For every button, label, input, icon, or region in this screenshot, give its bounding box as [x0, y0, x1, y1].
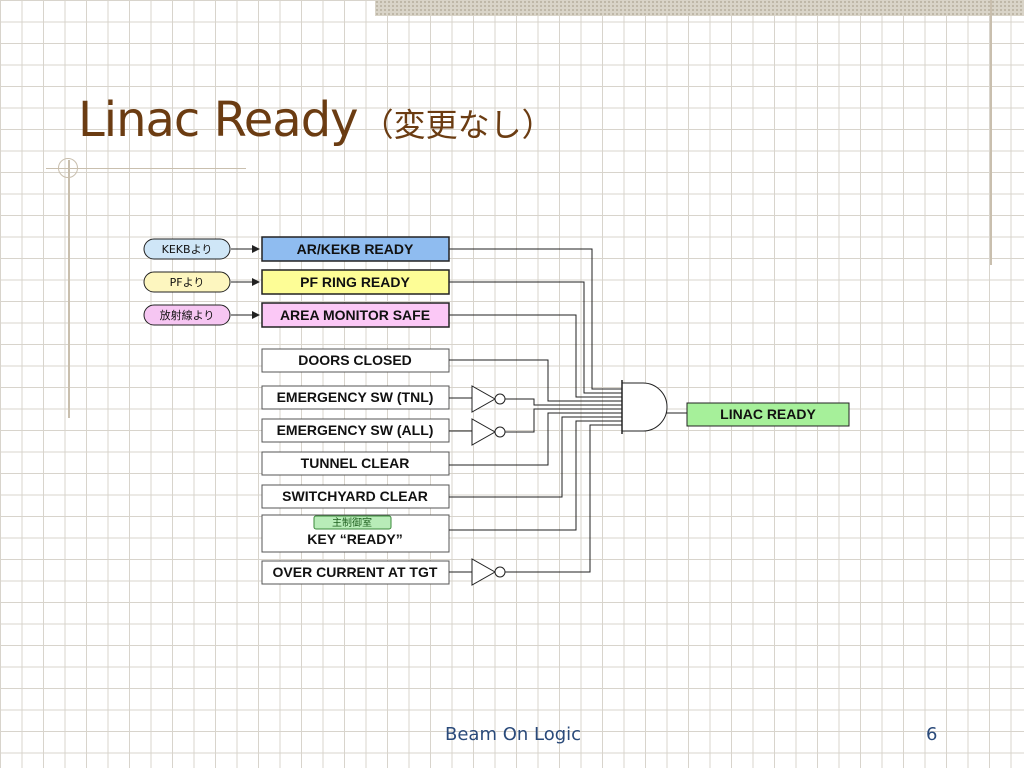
svg-text:TUNNEL CLEAR: TUNNEL CLEAR	[301, 455, 410, 471]
input-box-doors-closed: DOORS CLOSED	[261, 348, 450, 373]
title-circle-ornament	[58, 158, 78, 178]
input-box-emergency-sw-tnl: EMERGENCY SW (TNL)	[261, 385, 450, 410]
svg-text:LINAC READY: LINAC READY	[720, 406, 816, 422]
main-control-room-tag	[313, 515, 392, 530]
svg-text:OVER CURRENT AT TGT: OVER CURRENT AT TGT	[273, 564, 438, 580]
source-pill-radiation: 放射線より	[143, 304, 231, 326]
svg-text:SWITCHYARD CLEAR: SWITCHYARD CLEAR	[282, 488, 428, 504]
svg-text:AREA MONITOR SAFE: AREA MONITOR SAFE	[280, 307, 430, 323]
and-gate	[621, 382, 668, 432]
not-gate-over-current	[449, 558, 506, 586]
input-box-key-ready: 主制御室 KEY “READY”	[261, 514, 450, 553]
input-box-area-monitor-safe: AREA MONITOR SAFE	[261, 302, 450, 328]
svg-text:DOORS CLOSED: DOORS CLOSED	[298, 352, 412, 368]
input-box-over-current-at-tgt: OVER CURRENT AT TGT	[261, 560, 450, 585]
right-decorative-rule	[990, 0, 992, 265]
input-box-emergency-sw-all: EMERGENCY SW (ALL)	[261, 418, 450, 443]
output-box-linac-ready: LINAC READY	[686, 402, 850, 427]
not-gate-emergency-tnl	[449, 385, 506, 413]
footer-title: Beam On Logic	[445, 724, 582, 745]
svg-text:PF RING READY: PF RING READY	[300, 274, 410, 290]
title-underline-rule	[46, 168, 246, 169]
left-decorative-rule	[68, 160, 70, 418]
title-subtitle: （変更なし）	[361, 106, 554, 144]
wiring	[449, 248, 687, 573]
main-control-room-tag-label: 主制御室	[332, 516, 372, 529]
svg-text:PFより: PFより	[170, 276, 205, 289]
input-box-ar-kekb-ready: AR/KEKB READY	[261, 236, 450, 262]
input-box-switchyard-clear: SWITCHYARD CLEAR	[261, 484, 450, 509]
title-main: Linac Ready	[78, 92, 359, 148]
svg-text:AR/KEKB READY: AR/KEKB READY	[297, 241, 414, 257]
svg-text:KEKBより: KEKBより	[162, 243, 213, 256]
slide-title: Linac Ready（変更なし）	[78, 92, 554, 148]
source-pill-pf: PFより	[143, 271, 231, 293]
page-number: 6	[926, 724, 938, 745]
not-gate-emergency-all	[449, 418, 506, 446]
svg-text:EMERGENCY SW (TNL): EMERGENCY SW (TNL)	[277, 389, 434, 405]
svg-text:EMERGENCY SW (ALL): EMERGENCY SW (ALL)	[277, 422, 434, 438]
svg-text:放射線より: 放射線より	[160, 308, 215, 322]
input-box-tunnel-clear: TUNNEL CLEAR	[261, 451, 450, 476]
input-box-pf-ring-ready: PF RING READY	[261, 269, 450, 295]
svg-text:KEY “READY”: KEY “READY”	[307, 531, 402, 547]
top-pattern-band	[375, 0, 1024, 16]
source-pill-kekb: KEKBより	[143, 238, 231, 260]
